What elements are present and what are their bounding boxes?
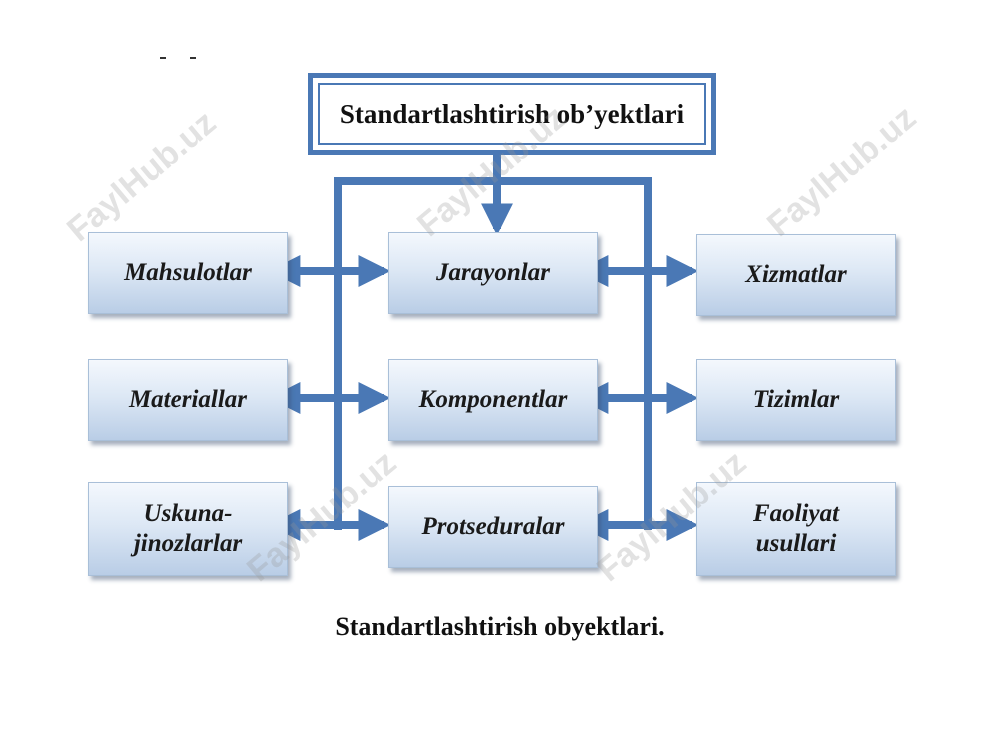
decorative-dash	[160, 57, 166, 59]
node-label: Uskuna- jinozlarlar	[133, 500, 243, 557]
node-center-1: Jarayonlar	[388, 232, 598, 314]
node-label: Mahsulotlar	[124, 259, 252, 286]
node-right-1: Xizmatlar	[696, 234, 896, 316]
decorative-dash	[190, 57, 196, 59]
node-label: Xizmatlar	[745, 261, 847, 288]
node-left-3: Uskuna- jinozlarlar	[88, 482, 288, 576]
node-center-3: Protseduralar	[388, 486, 598, 568]
title-box: Standartlashtirish ob’yektlari	[308, 73, 716, 155]
node-label: Faoliyat usullari	[752, 500, 840, 557]
node-label: Komponentlar	[418, 386, 568, 413]
node-right-3: Faoliyat usullari	[696, 482, 896, 576]
diagram-caption: Standartlashtirish obyektlari.	[335, 612, 665, 641]
node-label: Materiallar	[128, 386, 248, 413]
node-label: Protseduralar	[421, 513, 565, 540]
node-center-2: Komponentlar	[388, 359, 598, 441]
diagram-title: Standartlashtirish ob’yektlari	[318, 83, 706, 145]
node-label: Tizimlar	[752, 386, 840, 413]
node-right-2: Tizimlar	[696, 359, 896, 441]
node-left-2: Materiallar	[88, 359, 288, 441]
node-left-1: Mahsulotlar	[88, 232, 288, 314]
node-label: Jarayonlar	[436, 259, 550, 286]
